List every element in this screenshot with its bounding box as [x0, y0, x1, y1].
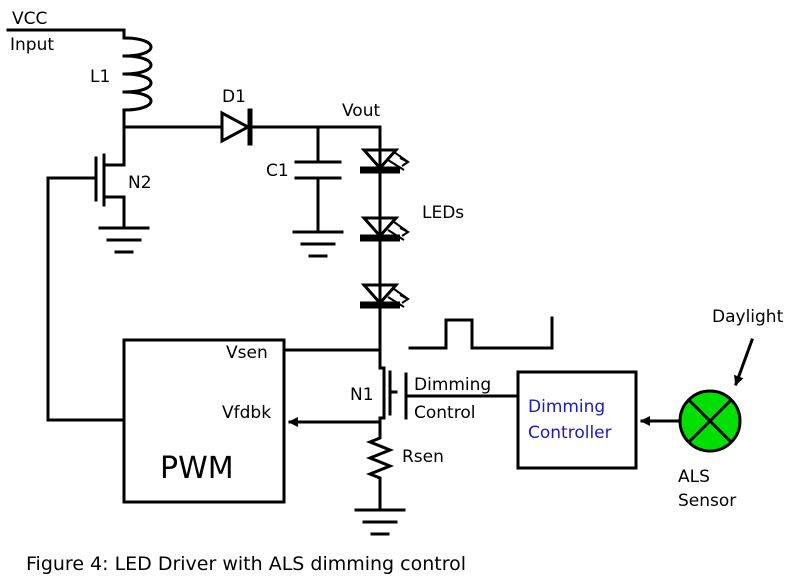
ground-n2 [98, 226, 150, 254]
daylight-label: Daylight [712, 307, 784, 327]
dimming-controller-block [516, 370, 638, 470]
mosfet-n1-symbol [378, 348, 398, 422]
vcc-label: VCC [12, 9, 47, 29]
vsen-label: Vsen [226, 343, 268, 363]
dimming-controller-label-1: Dimming [528, 397, 605, 417]
daylight-arrow [734, 338, 754, 386]
pwm-block [122, 338, 286, 504]
ground-rsen [354, 508, 406, 536]
als-label: ALS [678, 467, 710, 487]
input-label: Input [10, 35, 54, 55]
capacitor-c1-symbol [294, 125, 342, 232]
vcc-input-wire [6, 28, 126, 40]
n2-label: N2 [128, 173, 152, 193]
led-2 [360, 216, 410, 242]
led-1 [360, 148, 410, 174]
pwm-label: PWM [160, 451, 234, 486]
rsen-label: Rsen [402, 447, 444, 467]
l1-label: L1 [90, 67, 110, 87]
leds-label: LEDs [422, 203, 464, 223]
inductor-l1-symbol [122, 36, 153, 112]
pwm-waveform [408, 316, 554, 350]
ground-c1 [292, 230, 344, 258]
dimming-label: Dimming [414, 375, 491, 395]
c1-label: C1 [266, 161, 289, 181]
n1-label: N1 [350, 385, 374, 405]
control-label: Control [414, 403, 475, 423]
vout-label: Vout [342, 101, 380, 121]
dimming-controller-label-2: Controller [528, 423, 612, 443]
als-sensor-symbol [678, 389, 742, 453]
mosfet-n2-symbol [46, 153, 126, 422]
vfdbk-label: Vfdbk [222, 403, 271, 423]
led-3 [360, 283, 410, 309]
d1-label: D1 [222, 87, 246, 107]
dimming-control-wire [404, 372, 520, 420]
resistor-rsen-symbol [365, 418, 395, 510]
sensor-label: Sensor [678, 491, 736, 511]
diode-d1-symbol [220, 108, 253, 146]
figure-caption: Figure 4: LED Driver with ALS dimming co… [26, 553, 466, 575]
